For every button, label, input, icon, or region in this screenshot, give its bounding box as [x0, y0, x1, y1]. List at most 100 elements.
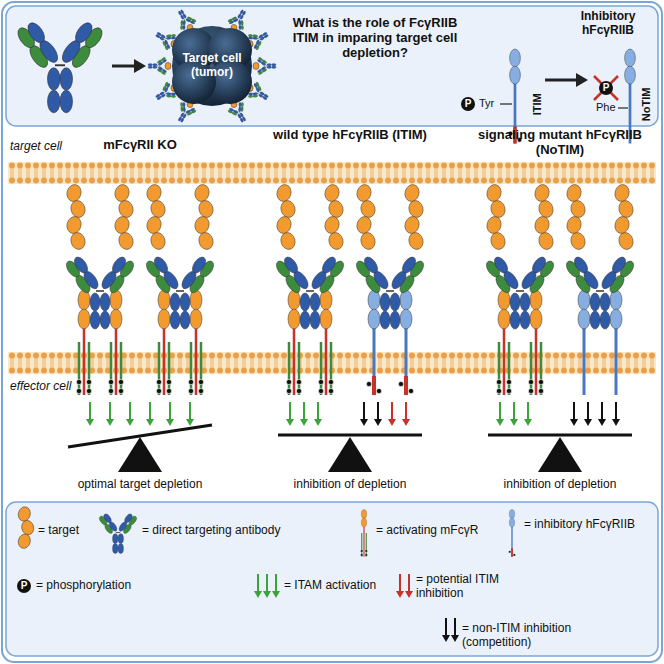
inhibitory-receptor-symbol — [509, 510, 516, 557]
signal-arrow — [496, 402, 504, 426]
signal-arrow — [598, 402, 606, 426]
legend-text: = phosphorylation — [36, 579, 176, 593]
activating-receptor-symbol — [506, 379, 511, 384]
antibody-symbol — [257, 57, 276, 76]
signal-arrow — [272, 574, 280, 598]
activating-receptor-symbol — [530, 290, 542, 310]
antibody-symbol — [166, 83, 170, 88]
antibody-symbol — [380, 293, 390, 311]
inhibitory-receptor-mutant-symbol — [578, 309, 590, 329]
signal-arrow — [587, 402, 589, 420]
receptor-title: Inhibitory hFcγRIIB — [560, 10, 656, 38]
antibody-symbol — [239, 9, 244, 14]
target-symbol — [613, 183, 635, 251]
balance-symbol — [488, 434, 632, 437]
target-symbol — [485, 183, 507, 251]
antibody-symbol — [390, 311, 400, 329]
signal-arrow — [374, 402, 382, 426]
activating-receptor-symbol — [498, 309, 510, 329]
activating-receptor-symbol — [163, 328, 166, 395]
antibody-symbol — [238, 107, 241, 112]
antibody-symbol — [182, 102, 185, 107]
antibody-symbol — [520, 293, 530, 311]
activating-receptor-symbol — [361, 518, 366, 527]
illustration — [253, 63, 259, 70]
antibody-symbol — [572, 255, 591, 275]
tyr-bond — [500, 103, 512, 104]
legend-text: = target — [38, 524, 108, 538]
target-symbol — [355, 215, 373, 235]
antibody-symbol — [238, 20, 241, 25]
activating-receptor-symbol — [498, 342, 501, 395]
process-arrow — [112, 65, 136, 68]
antibody-symbol — [267, 66, 272, 69]
activating-receptor-symbol — [78, 342, 81, 395]
antibody-symbol — [242, 116, 247, 121]
activating-receptor-symbol — [508, 342, 511, 395]
antibody-symbol — [229, 107, 234, 111]
antibody-symbol — [157, 65, 158, 67]
activating-receptor-symbol — [528, 379, 533, 384]
antibody-symbol — [300, 311, 310, 329]
inhibitory-receptor-symbol — [366, 290, 381, 395]
target-symbol — [323, 215, 341, 235]
signal-arrow — [86, 419, 94, 426]
antibody-symbol — [253, 37, 258, 40]
target-cell-membrane — [8, 162, 656, 184]
activating-receptor-symbol — [328, 379, 333, 384]
signal-arrow — [317, 402, 319, 420]
antibody-symbol — [238, 112, 240, 113]
signal-arrow — [584, 419, 592, 426]
column-title: signaling mutant hFcγRIIB (NoTIM) — [470, 128, 650, 158]
inhibitory-receptor-symbol — [366, 381, 371, 386]
target-symbol — [275, 183, 297, 251]
target-symbol — [69, 199, 87, 219]
antibody-symbol — [271, 66, 276, 69]
antibody-symbol — [90, 293, 100, 311]
target-symbol — [327, 231, 345, 251]
inhibitory-receptor-mutant-symbol — [578, 290, 590, 310]
signal-arrow — [570, 419, 578, 426]
signal-arrow — [169, 402, 171, 420]
antibody-symbol — [166, 92, 171, 95]
activating-receptor-symbol — [528, 290, 543, 395]
inhibitory-receptor-symbol — [511, 527, 512, 557]
antibody-symbol — [90, 311, 100, 329]
activating-receptor-symbol — [320, 290, 332, 310]
signal-arrow — [89, 402, 91, 420]
target-symbol — [145, 183, 167, 251]
target-symbol — [355, 183, 373, 203]
target-symbol — [613, 183, 631, 203]
antibody-symbol — [380, 311, 390, 329]
target-symbol — [617, 199, 635, 219]
signal-arrow — [527, 402, 529, 420]
legend-text: = direct targeting antibody — [142, 524, 342, 538]
signal-arrow — [146, 402, 154, 426]
target-symbol — [407, 199, 425, 219]
signal-arrow — [524, 402, 532, 426]
inhibitory-receptor-symbol — [509, 510, 514, 519]
antibody-symbol — [354, 255, 427, 329]
target-symbol — [565, 183, 583, 203]
signal-arrow — [510, 419, 518, 426]
activating-receptor-symbol — [188, 290, 203, 395]
antibody-symbol — [148, 63, 153, 66]
activating-receptor-symbol — [190, 342, 193, 395]
activating-receptor-symbol — [496, 290, 511, 395]
antibody-symbol — [15, 20, 106, 113]
antibody-symbol — [48, 90, 61, 113]
signal-arrow — [106, 402, 114, 426]
target-symbol — [113, 183, 131, 203]
target-symbol — [145, 215, 163, 235]
signal-arrow — [442, 635, 450, 642]
antibody-symbol — [262, 32, 267, 37]
activating-receptor-symbol — [195, 328, 198, 395]
activating-receptor-symbol — [506, 388, 511, 393]
activating-receptor-symbol — [86, 388, 91, 393]
activating-receptor-symbol — [538, 388, 543, 393]
activating-receptor-symbol — [328, 388, 333, 393]
activating-receptor-symbol — [158, 309, 170, 329]
antibody-symbol — [170, 293, 180, 311]
antibody-symbol — [516, 290, 524, 292]
antibody-symbol — [164, 38, 165, 40]
